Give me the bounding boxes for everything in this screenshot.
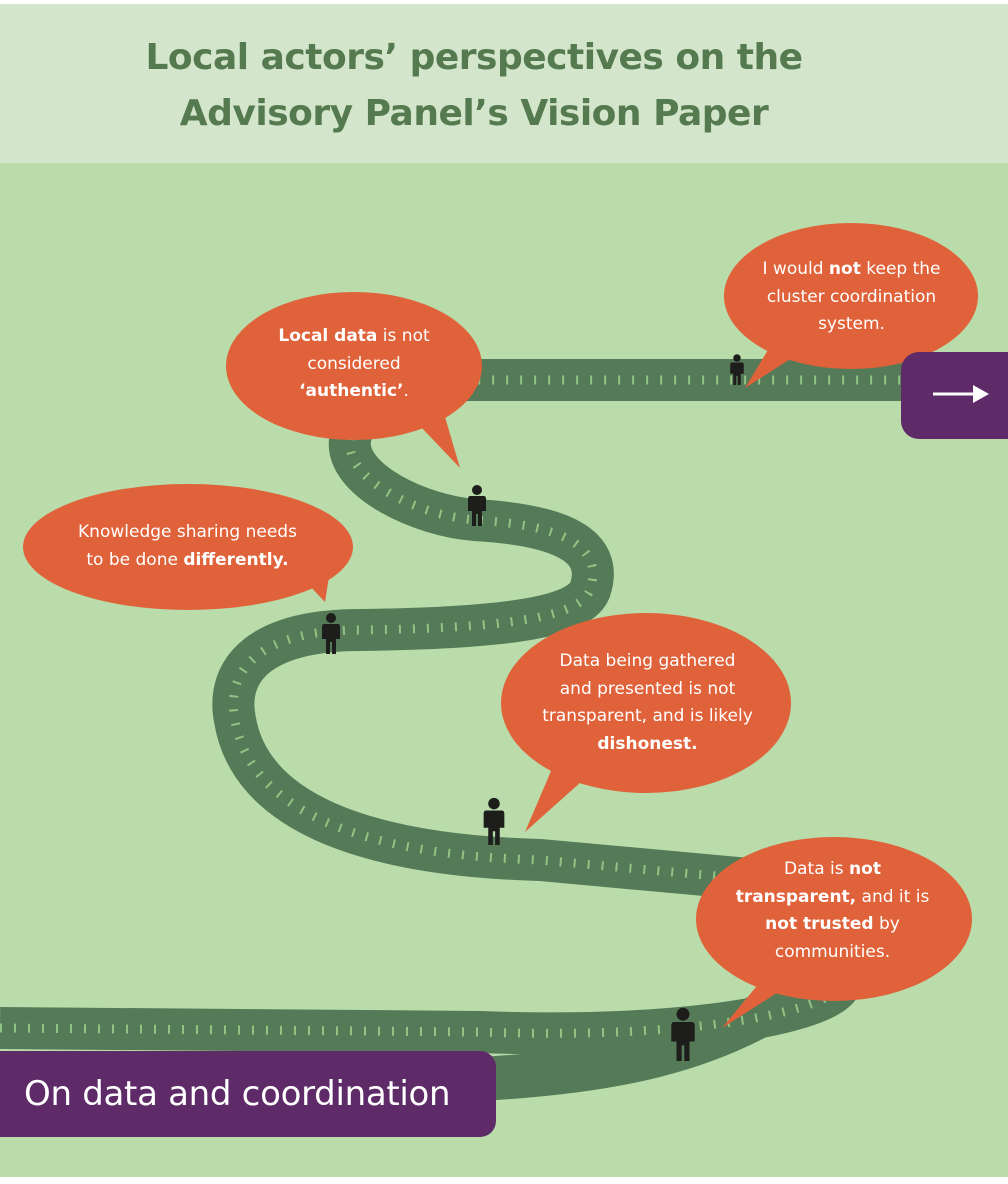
walker-figure xyxy=(671,1007,695,1061)
bubble-text-knowledge-sharing: Knowledge sharing needs to be done differ… xyxy=(40,519,335,574)
bubble-emphasis: ‘authentic’ xyxy=(299,381,404,401)
bubble-text-run: I would xyxy=(762,259,829,279)
speech-bubble-local-data xyxy=(226,292,482,468)
bubble-emphasis: transparent, xyxy=(735,886,857,907)
bubble-text-run: and presented is not xyxy=(559,678,736,699)
bubble-emphasis: not xyxy=(849,859,881,879)
bubble-text-run: transparent, and is likely xyxy=(542,706,753,726)
bubble-line: and presented is not xyxy=(510,676,785,704)
bubble-text-run: considered xyxy=(307,353,401,374)
bubble-text-run: by xyxy=(873,914,900,934)
bubble-line: cluster coordination xyxy=(739,284,964,312)
speech-bubbles xyxy=(23,223,978,1028)
section-label: On data and coordination xyxy=(0,1051,496,1137)
bubble-text-run: Knowledge sharing needs xyxy=(78,522,297,542)
bubble-text-run: communities. xyxy=(774,941,891,962)
bubble-emphasis: differently. xyxy=(183,549,289,570)
next-page-button[interactable] xyxy=(901,352,1008,439)
bubble-line: ‘authentic’. xyxy=(244,378,464,406)
speech-bubble-cluster-coordination xyxy=(724,223,978,388)
bubble-line: to be done differently. xyxy=(40,547,335,575)
bubble-line: Knowledge sharing needs xyxy=(40,519,335,547)
walker-figure xyxy=(468,485,486,526)
bubble-text-run: Data is xyxy=(784,859,850,879)
bubble-text-run: . xyxy=(403,381,409,401)
bubble-line: considered xyxy=(244,351,464,379)
walker-figure xyxy=(322,613,340,654)
bubble-emphasis: not xyxy=(828,259,861,279)
speech-bubble-data-transparency xyxy=(501,613,791,832)
bubble-text-run: Data being gathered xyxy=(559,651,736,671)
bubble-line: system. xyxy=(739,311,964,339)
bubble-text-run: cluster coordination xyxy=(766,286,937,307)
bubble-text-run: system. xyxy=(818,314,885,334)
bubble-line: I would not keep the xyxy=(739,256,964,284)
bubble-emphasis: dishonest. xyxy=(597,733,698,754)
bubble-text-data-transparency: Data being gathered and presented is not t… xyxy=(510,648,785,758)
page-title: Local actors’ perspectives on the Adviso… xyxy=(0,30,948,142)
winding-road xyxy=(0,380,905,1100)
bubble-line: Data is not xyxy=(710,856,955,884)
bubble-line: Local data is not xyxy=(244,323,464,351)
walker-figures xyxy=(322,354,744,1061)
bubble-line: dishonest. xyxy=(510,731,785,759)
bubble-line: not trusted by xyxy=(710,911,955,939)
bubble-line: Data being gathered xyxy=(510,648,785,676)
speech-bubble-knowledge-sharing xyxy=(23,484,353,610)
bubble-text-run: and it is xyxy=(856,886,930,907)
speech-bubble-data-trust xyxy=(696,837,972,1028)
bubble-emphasis: not trusted xyxy=(765,914,874,934)
bubble-line: communities. xyxy=(710,939,955,967)
right-arrow-icon xyxy=(933,385,989,403)
bubble-text-run: to be done xyxy=(86,549,184,570)
bubble-text-run: keep the xyxy=(860,259,941,279)
walker-figure xyxy=(730,354,744,385)
bubble-line: transparent, and it is xyxy=(710,884,955,912)
bubble-line: transparent, and is likely xyxy=(510,703,785,731)
footer-divider xyxy=(0,1177,1008,1184)
bubble-text-run: is not xyxy=(377,326,430,346)
title-line-1: Local actors’ perspectives on the xyxy=(145,37,803,78)
header-band: Local actors’ perspectives on the Adviso… xyxy=(0,0,1008,163)
title-line-2: Advisory Panel’s Vision Paper xyxy=(179,93,769,134)
bubble-emphasis: Local data xyxy=(278,326,378,346)
walker-figure xyxy=(483,797,505,845)
